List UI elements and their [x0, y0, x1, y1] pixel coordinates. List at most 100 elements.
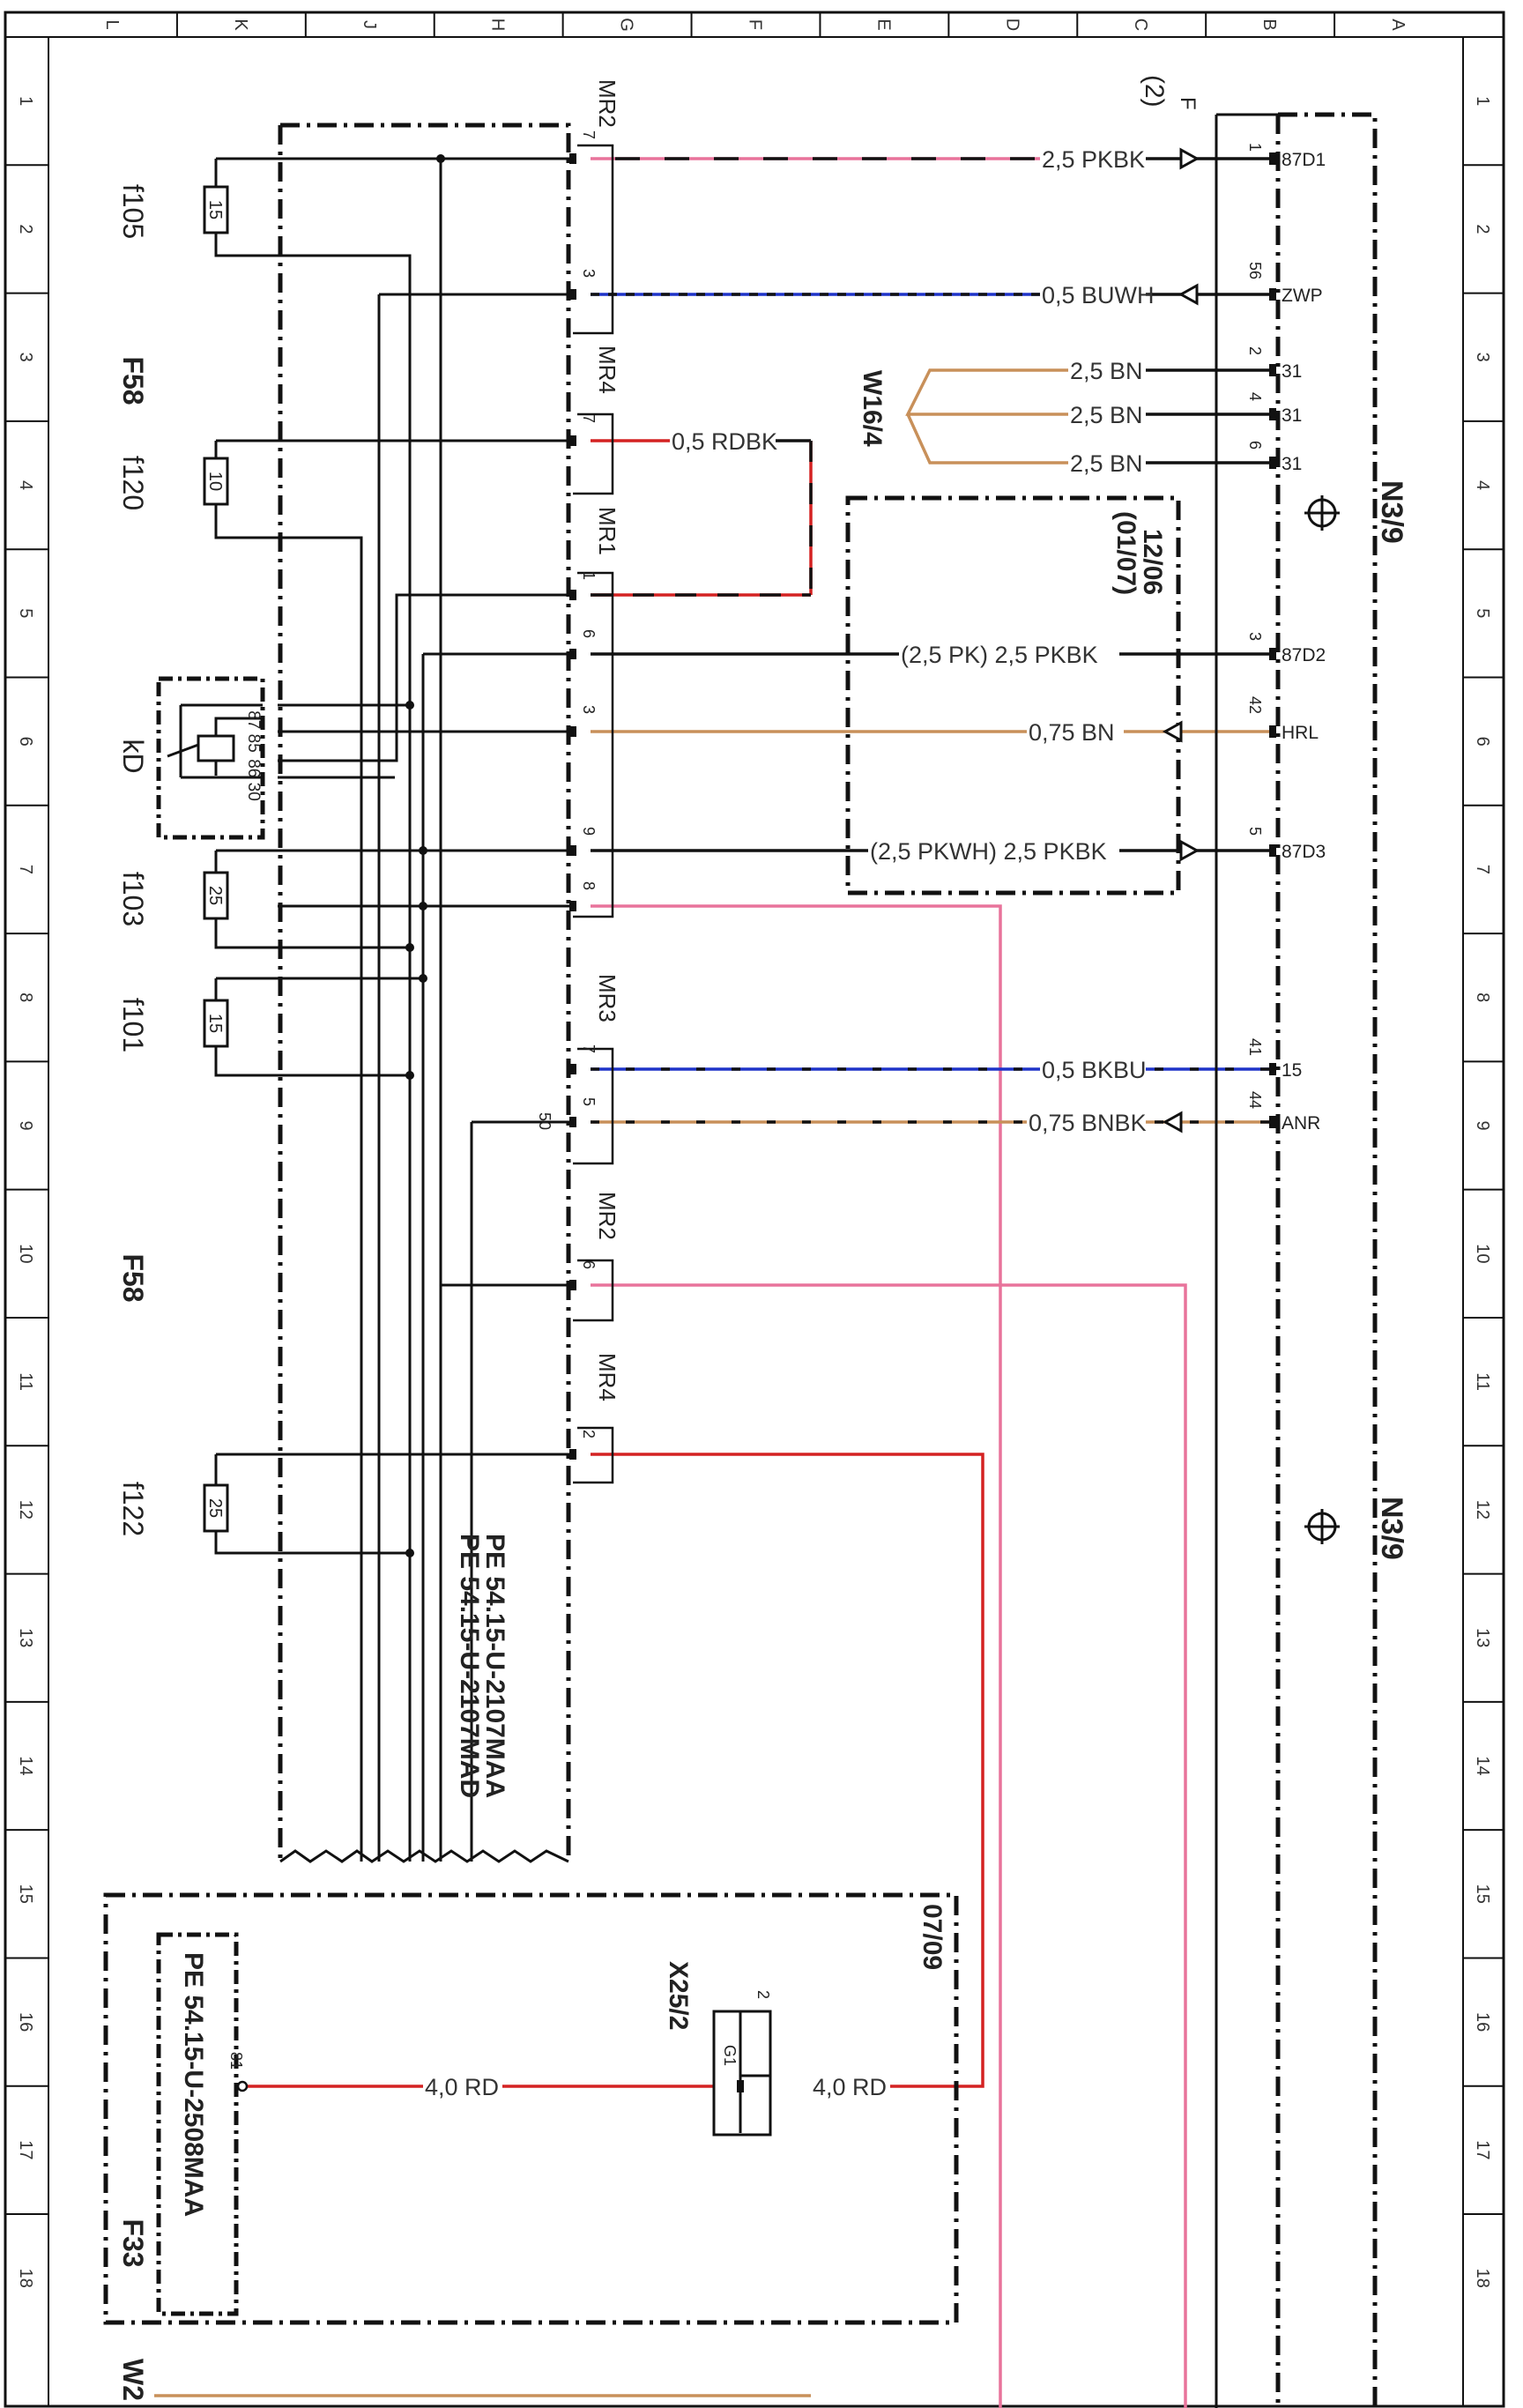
connector-mr2-a: MR2	[594, 79, 620, 128]
wire-bn-c: 2,5 BN	[1070, 450, 1143, 477]
wire-rd-b: 4,0 RD	[813, 2074, 887, 2100]
fuse-rating-f122: 25	[205, 1498, 225, 1518]
pin-mr1-8: 8	[580, 881, 598, 890]
x25-2-connector	[712, 2010, 772, 2137]
wire-bn-075: 0,75 BN	[1029, 719, 1115, 746]
terminal-31-b: 31	[1282, 405, 1302, 426]
grid-row-right-2: 2	[1473, 224, 1492, 234]
date-0107: (01/07)	[1111, 511, 1140, 595]
pin-mr4b-2: 2	[580, 1430, 598, 1438]
rpin-5: 5	[1246, 827, 1264, 836]
connector-pins: 7 3 7 1 6 3 9 8 7 5 50 6 2	[536, 130, 598, 1438]
grid-row-left-14: 14	[16, 1756, 35, 1775]
terminal-anr: ANR	[1282, 1113, 1320, 1133]
fuse-rating-f120: 10	[205, 472, 225, 491]
variant-box-1206	[845, 495, 1181, 896]
terminal-87d2: 87D2	[1282, 645, 1326, 665]
variant-box-0709	[103, 1892, 959, 2325]
f58-break	[279, 1849, 569, 1863]
wire-rd-a: 4,0 RD	[425, 2074, 499, 2100]
grid-column-E: E	[873, 19, 893, 30]
grid-row-left-4: 4	[16, 480, 35, 490]
grid-row-left-7: 7	[16, 865, 35, 874]
terminal-87d3: 87D3	[1282, 842, 1326, 862]
wire-bn-b: 2,5 BN	[1070, 402, 1143, 428]
svg-text:PE 54.15-U-2508MAA: PE 54.15-U-2508MAA	[179, 1952, 208, 2217]
fuse-f101: 15	[205, 1014, 225, 1033]
signal-arrows	[1162, 147, 1200, 1133]
grid-row-left-11: 11	[16, 1372, 35, 1391]
label-f33: F33	[117, 2218, 149, 2267]
wire-pkbk-3: (2,5 PKWH) 2,5 PKBK	[870, 838, 1107, 865]
grid-row-left-3: 3	[16, 353, 35, 362]
module-ref-f-sup: F	[1176, 97, 1200, 110]
rpin-4: 4	[1246, 392, 1264, 401]
terminal-names: 87D1 ZWP 31 31 31 87D2 HRL 87D3 15 ANR	[1282, 150, 1326, 1133]
grid-row-right-8: 8	[1473, 992, 1492, 1002]
terminal-15: 15	[1282, 1060, 1302, 1081]
terminal-87d1: 87D1	[1282, 150, 1326, 170]
rpin-56: 56	[1246, 262, 1264, 279]
pin-mr2-3: 3	[580, 269, 598, 278]
grid-column-L: L	[102, 19, 122, 29]
pin-mr1-1: 1	[580, 571, 598, 580]
grid-row-right-13: 13	[1473, 1628, 1492, 1647]
f33-terminal	[236, 2080, 249, 2092]
terminal-31-a: 31	[1282, 361, 1302, 382]
f33-box	[156, 1932, 239, 2316]
module-n3-9	[1215, 112, 1378, 2408]
wire-buwh: 0,5 BUWH	[1042, 282, 1155, 308]
wire-labels: 2,5 PKBK 0,5 BUWH 2,5 BN 2,5 BN 2,5 BN 0…	[423, 145, 1155, 2102]
svg-text:G1: G1	[721, 2045, 739, 2066]
label-w2: W2	[117, 2359, 149, 2401]
grid-row-right-15: 15	[1473, 1884, 1492, 1904]
left-wiring	[214, 157, 573, 1862]
rpin-2: 2	[1246, 346, 1264, 355]
pin-mr1-3: 3	[580, 705, 598, 714]
label-n39-top: N3/9	[1375, 480, 1408, 544]
grid-row-left-6: 6	[16, 737, 35, 747]
grid-column-B: B	[1259, 19, 1279, 30]
wire-bkbu: 0,5 BKBU	[1042, 1057, 1147, 1083]
date-1206: 12/06	[1138, 529, 1167, 595]
left-pin-ticks	[569, 153, 576, 1460]
right-pin-numbers: 1 56 2 4 6 3 42 5 41 44	[1246, 143, 1264, 1109]
rpin-42: 42	[1246, 696, 1264, 714]
label-f101: f101	[117, 998, 149, 1052]
wires	[154, 157, 1269, 2408]
rpin-3: 3	[1246, 632, 1264, 641]
fuse-rating-f103: 25	[205, 886, 225, 905]
grid-row-right-5: 5	[1473, 608, 1492, 618]
wire-pkbk-1: 2,5 PKBK	[1042, 146, 1145, 173]
wire-bnbk: 0,75 BNBK	[1029, 1110, 1147, 1136]
grid-column-K: K	[231, 19, 250, 31]
grid-row-right-6: 6	[1473, 737, 1492, 747]
fuse-rating-f101: 15	[205, 1014, 225, 1033]
ground-symbol-icon	[1304, 495, 1340, 531]
fuses	[203, 185, 229, 1533]
sheet-frame	[4, 11, 1505, 2408]
relay-pins-86-30: 86 30	[244, 759, 263, 801]
label-n39-bottom: N3/9	[1375, 1497, 1408, 1560]
label-f120: f120	[117, 456, 149, 510]
grid-row-right-9: 9	[1473, 1120, 1492, 1130]
grid-ticks	[5, 12, 1504, 2216]
pin-f33-81: 81	[227, 2052, 245, 2070]
svg-text:X25/2: X25/2	[664, 1961, 693, 2030]
rpin-6: 6	[1246, 441, 1264, 450]
pin-mr2b-6: 6	[580, 1260, 598, 1269]
grid-row-right-7: 7	[1473, 865, 1492, 874]
x25-pin-2: 2	[754, 1990, 772, 1999]
module-n39-labels: N3/9 N3/9	[1375, 480, 1408, 1560]
pe-notes: PE 54.15-U-2107MAA PE 54.15-U-2107MAD	[455, 1534, 509, 1798]
grid-row-right-16: 16	[1473, 2012, 1492, 2032]
label-f103: f103	[117, 872, 149, 926]
x25-g1: G1	[721, 2045, 739, 2066]
date-0709: 07/09	[918, 1904, 947, 1970]
connector-mr1: MR1	[594, 507, 620, 555]
grid-row-left-13: 13	[16, 1628, 35, 1647]
grid-column-F: F	[746, 19, 765, 30]
label-f122: f122	[117, 1482, 149, 1536]
